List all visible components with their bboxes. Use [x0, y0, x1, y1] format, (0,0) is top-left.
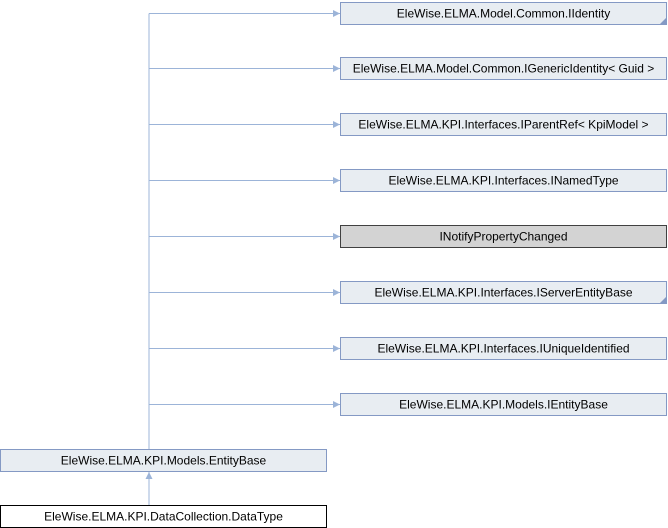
- truncated-corner-icon: [660, 18, 666, 24]
- node-iserverentitybase[interactable]: EleWise.ELMA.KPI.Interfaces.IServerEntit…: [340, 281, 667, 304]
- node-box-iuniqueidentified: [340, 337, 667, 360]
- node-box-entitybase: [0, 449, 327, 472]
- node-box-iparentref: [340, 113, 667, 136]
- node-ientitybase[interactable]: EleWise.ELMA.KPI.Models.IEntityBase: [340, 393, 667, 416]
- edges-layer: [145, 10, 340, 505]
- node-label-iserverentitybase: EleWise.ELMA.KPI.Interfaces.IServerEntit…: [374, 286, 632, 300]
- node-box-inotifypropertychanged: [340, 225, 667, 248]
- node-label-iparentref: EleWise.ELMA.KPI.Interfaces.IParentRef< …: [358, 118, 648, 132]
- node-box-iserverentitybase: [340, 281, 667, 304]
- node-box-igenericidentity: [340, 57, 667, 80]
- node-igenericidentity[interactable]: EleWise.ELMA.Model.Common.IGenericIdenti…: [340, 57, 667, 80]
- node-label-entitybase: EleWise.ELMA.KPI.Models.EntityBase: [61, 454, 267, 468]
- node-inamedtype[interactable]: EleWise.ELMA.KPI.Interfaces.INamedType: [340, 169, 667, 192]
- node-label-iuniqueidentified: EleWise.ELMA.KPI.Interfaces.IUniqueIdent…: [377, 342, 629, 356]
- node-entitybase[interactable]: EleWise.ELMA.KPI.Models.EntityBase: [0, 449, 327, 472]
- node-label-igenericidentity: EleWise.ELMA.Model.Common.IGenericIdenti…: [353, 62, 654, 76]
- node-label-inotifypropertychanged: INotifyPropertyChanged: [439, 230, 567, 244]
- node-label-ientitybase: EleWise.ELMA.KPI.Models.IEntityBase: [399, 398, 608, 412]
- node-iparentref[interactable]: EleWise.ELMA.KPI.Interfaces.IParentRef< …: [340, 113, 667, 136]
- node-inotifypropertychanged: INotifyPropertyChanged: [340, 225, 667, 248]
- node-datatype: EleWise.ELMA.KPI.DataCollection.DataType: [0, 505, 327, 528]
- node-label-iidentity: EleWise.ELMA.Model.Common.IIdentity: [397, 7, 610, 21]
- node-box-iidentity: [340, 2, 667, 25]
- node-iidentity[interactable]: EleWise.ELMA.Model.Common.IIdentity: [340, 2, 667, 25]
- node-label-inamedtype: EleWise.ELMA.KPI.Interfaces.INamedType: [388, 174, 618, 188]
- node-box-ientitybase: [340, 393, 667, 416]
- node-label-datatype: EleWise.ELMA.KPI.DataCollection.DataType: [44, 510, 283, 524]
- node-box-inamedtype: [340, 169, 667, 192]
- truncated-corner-icon: [660, 297, 666, 303]
- node-iuniqueidentified[interactable]: EleWise.ELMA.KPI.Interfaces.IUniqueIdent…: [340, 337, 667, 360]
